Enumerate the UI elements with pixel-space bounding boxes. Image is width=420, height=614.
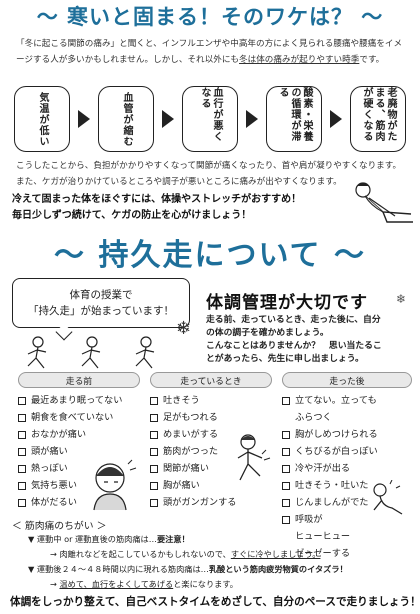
checkbox-icon[interactable] bbox=[282, 515, 290, 524]
checkbox-icon[interactable] bbox=[282, 396, 290, 405]
checklist-item[interactable]: 胸がしめつけられる bbox=[282, 426, 412, 443]
muscle-pain-heading: ＜ 筋肉痛のちがい ＞ bbox=[12, 521, 107, 532]
flow-arrow-icon bbox=[162, 110, 174, 128]
flow-arrow-icon bbox=[78, 110, 90, 128]
checkbox-icon[interactable] bbox=[150, 430, 158, 439]
flow-step-2: 血管が縮む bbox=[98, 86, 154, 152]
speech-bubble: 体育の授業で 「持久走」が始まっています！ bbox=[12, 278, 190, 328]
checklist-item-continued: ヒューヒュー bbox=[295, 531, 351, 542]
checklist-item-continued: ゼーゼーする bbox=[295, 548, 351, 559]
muscle-pain-line-a2: → 肉離れなどを起こしているかもしれないので、すぐに冷やしましょう。 bbox=[50, 549, 321, 559]
checklist-item-continued: ふらつく bbox=[295, 412, 332, 423]
checklist-item[interactable]: 最近あまり眠ってない bbox=[18, 392, 140, 409]
flow-step-1: 気温が低い bbox=[14, 86, 70, 152]
checklist-item[interactable]: 筋肉がつった bbox=[150, 443, 272, 460]
advice-line-2: 毎日少しずつ続けて、ケガの防止を心がけましょう！ bbox=[12, 210, 252, 221]
muscle-pain-line-b: ▼ 運動後２４〜４８時間以内に現れる筋肉痛は…乳酸という筋肉疲労物質のイタズラ！ bbox=[28, 564, 348, 574]
checklist-item[interactable]: 吐きそう・吐いた bbox=[282, 477, 412, 494]
checkbox-icon[interactable] bbox=[18, 464, 26, 473]
checkbox-icon[interactable] bbox=[282, 464, 290, 473]
section-title-running: 〜 持久走について 〜 bbox=[54, 238, 366, 273]
checklist-item[interactable]: 足がもつれる bbox=[150, 409, 272, 426]
intro-underline: 冬は体の痛みが起りやすい時季 bbox=[239, 55, 360, 65]
checkbox-icon[interactable] bbox=[282, 447, 290, 456]
checkbox-icon[interactable] bbox=[282, 430, 290, 439]
intro-line-1: 「冬に起こる関節の痛み」と聞くと、インフルエンザや中高年の方によく見られる腰痛や… bbox=[16, 39, 403, 49]
checklist-item[interactable]: 朝食を食べていない bbox=[18, 409, 140, 426]
sore-leg-person-illustration bbox=[237, 434, 271, 481]
flow-step-3: 血行が悪くなる bbox=[182, 86, 238, 152]
checklist-item[interactable]: じんましんがでた bbox=[282, 494, 412, 511]
checklist-header: 走る前 bbox=[18, 372, 140, 388]
checkbox-icon[interactable] bbox=[150, 396, 158, 405]
checkbox-icon[interactable] bbox=[150, 498, 158, 507]
checklist-item[interactable]: おなかが痛い bbox=[18, 426, 140, 443]
checkbox-icon[interactable] bbox=[18, 430, 26, 439]
checklist-after-running: 走った後 立てない。立っても ふらつく 胸がしめつけられる くちびるが白っぽい … bbox=[282, 372, 412, 562]
checkbox-icon[interactable] bbox=[150, 464, 158, 473]
checklist-while-running: 走っているとき 吐きそう 足がもつれる めまいがする 筋肉がつった 関節が痛い … bbox=[150, 372, 272, 511]
intro-paragraph: 「冬に起こる関節の痛み」と聞くと、インフルエンザや中高年の方によく見られる腰痛や… bbox=[16, 36, 408, 68]
muscle-pain-line-a: ▼ 運動中 or 運動直後の筋肉痛は…要注意！ bbox=[28, 534, 190, 544]
checklist-item[interactable]: 立てない。立っても bbox=[282, 392, 412, 409]
cause-flow-diagram: 気温が低い 血管が縮む 血行が悪くなる 酸素・栄養の循環が滞る 老廃物がたまる、… bbox=[14, 82, 410, 156]
checkbox-icon[interactable] bbox=[150, 447, 158, 456]
advice-line-1: 冷えて固まった体をほぐすには、体操やストレッチがおすすめ！ bbox=[12, 194, 302, 205]
checklist-item[interactable]: 吐きそう bbox=[150, 392, 272, 409]
flow-arrow-icon bbox=[246, 110, 258, 128]
section-title-cold: 〜 寒いと固まる！そのワケは？ 〜 bbox=[36, 5, 384, 29]
checklist-item[interactable]: 頭が痛い bbox=[18, 443, 140, 460]
checkbox-icon[interactable] bbox=[18, 447, 26, 456]
flow-step-5: 老廃物がたまる、筋肉が硬くなる bbox=[350, 86, 406, 152]
tired-person-illustration bbox=[373, 480, 403, 515]
closing-message: 体調をしっかり整えて、自己ベストタイムをめざして、自分のペースで走りましょう！ bbox=[10, 596, 420, 608]
checkbox-icon[interactable] bbox=[150, 481, 158, 490]
snowflake-icon: ❄ bbox=[396, 292, 407, 306]
checklist-item[interactable]: 頭がガンガンする bbox=[150, 494, 272, 511]
checklist-item[interactable]: 胸が痛い bbox=[150, 477, 272, 494]
checklist-header: 走っているとき bbox=[150, 372, 272, 388]
checkbox-icon[interactable] bbox=[18, 498, 26, 507]
runners-illustration bbox=[27, 336, 155, 369]
checklist-item[interactable]: 冷や汗が出る bbox=[282, 460, 412, 477]
stretching-person-illustration bbox=[355, 182, 413, 223]
checkbox-icon[interactable] bbox=[18, 481, 26, 490]
bubble-line-1: 体育の授業で bbox=[69, 289, 133, 301]
flow-arrow-icon bbox=[330, 110, 342, 128]
flow-step-4: 酸素・栄養の循環が滞る bbox=[266, 86, 322, 152]
checklist-item[interactable]: 熱っぽい bbox=[18, 460, 140, 477]
checklist-item[interactable]: めまいがする bbox=[150, 426, 272, 443]
explanation-line-2: また、ケガが治りかけているところや調子が悪いところに痛みが出やすくなります。 bbox=[16, 177, 342, 187]
checkbox-icon[interactable] bbox=[282, 481, 290, 490]
checklist-item[interactable]: 体がだるい bbox=[18, 494, 140, 511]
checkbox-icon[interactable] bbox=[18, 396, 26, 405]
checkbox-icon[interactable] bbox=[150, 413, 158, 422]
checklist-item[interactable]: 関節が痛い bbox=[150, 460, 272, 477]
intro-line-2: ージする人が多いかもしれません。しかし、それ以外にも冬は体の痛みが起りやすい時季… bbox=[16, 55, 385, 65]
checklist-item[interactable]: 呼吸が bbox=[282, 511, 412, 528]
explanation-paragraph: こうしたことから、負担がかかりやすくなって関節が痛くなったり、首や肩が凝りやすく… bbox=[16, 158, 408, 190]
muscle-pain-line-b2: → 温めて、血行をよくしてあげると楽になります。 bbox=[50, 579, 238, 589]
checklist-item[interactable]: 気持ち悪い bbox=[18, 477, 140, 494]
health-management-title: 体調管理が大切です bbox=[206, 293, 368, 313]
checkbox-icon[interactable] bbox=[282, 498, 290, 507]
checklist-before-running: 走る前 最近あまり眠ってない 朝食を食べていない おなかが痛い 頭が痛い 熱っぽ… bbox=[18, 372, 140, 511]
checklist-header: 走った後 bbox=[282, 372, 412, 388]
health-management-text: 走る前、走っているとき、走った後に、自分 の体の調子を確かめましょう。 こんなこ… bbox=[206, 315, 382, 364]
explanation-line-1: こうしたことから、負担がかかりやすくなって関節が痛くなったり、首や肩が凝りやすく… bbox=[16, 161, 402, 171]
checklist-item[interactable]: くちびるが白っぽい bbox=[282, 443, 412, 460]
sick-person-illustration bbox=[93, 459, 137, 511]
bubble-line-2: 「持久走」が始まっています！ bbox=[27, 305, 175, 317]
snowflake-icon: ❄ bbox=[176, 318, 192, 339]
checkbox-icon[interactable] bbox=[18, 413, 26, 422]
